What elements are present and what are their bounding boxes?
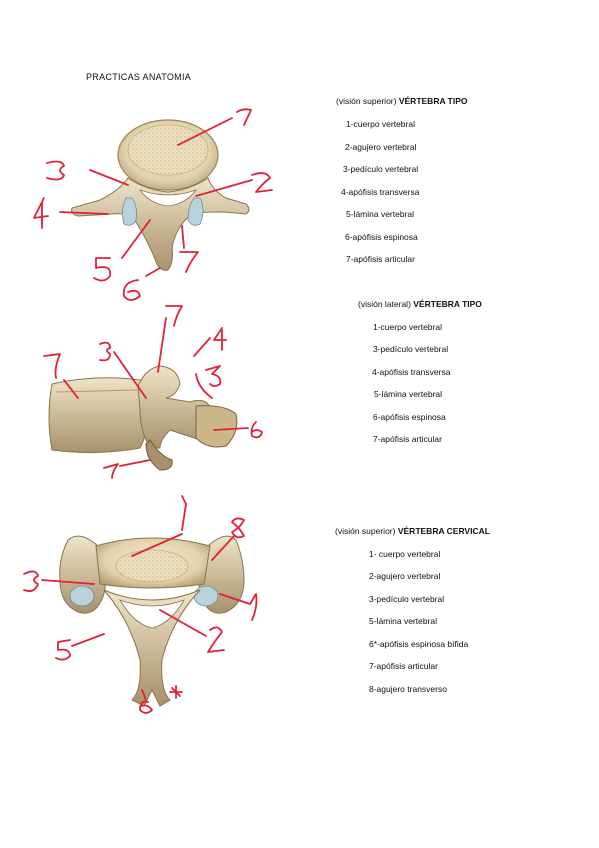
list-item: 2-agujero vertebral: [369, 571, 441, 581]
list-item: 8-agujero transverso: [369, 684, 447, 694]
view-label: (visión lateral): [358, 299, 411, 309]
annotation-lines-figure1: [33, 108, 273, 301]
list-item: 1- cuerpo vertebral: [369, 549, 441, 559]
heading-label: VÉRTEBRA CERVICAL: [397, 526, 490, 536]
vertebra-lateral-figure: [48, 365, 238, 471]
section-heading: (visión superior) VÉRTEBRA CERVICAL: [335, 526, 590, 536]
list-item: 1-cuerpo vertebral: [346, 119, 415, 129]
list-item: 1-cuerpo vertebral: [373, 322, 442, 332]
list-item: 4-apófisis transversa: [372, 367, 451, 377]
view-label: (visión superior): [336, 96, 397, 106]
list-item: 6*-apófisis espinosa bífida: [369, 639, 469, 649]
list-item: 3-pedículo vertebral: [369, 594, 445, 604]
section-heading: (visión superior) VÉRTEBRA TIPO: [336, 96, 586, 106]
list-item: 6-apófisis espinosa: [345, 232, 418, 242]
list-item: 5-lámina vertebral: [346, 209, 415, 219]
annotation-lines-figure3: [23, 495, 258, 714]
section-heading: (visión lateral) VÉRTEBRA TIPO: [358, 299, 588, 309]
list-item: 5-lámina vertebral: [374, 389, 443, 399]
list-item: 7-apófisis articular: [346, 254, 415, 264]
view-label: (visión superior): [335, 526, 396, 536]
heading-label: VÉRTEBRA TIPO: [398, 96, 468, 106]
list-item: 5-lámina vertebral: [369, 616, 438, 626]
heading-label: VÉRTEBRA TIPO: [413, 299, 482, 309]
list-item: 7-apófisis articular: [369, 661, 438, 671]
annotation-lines-figure2: [43, 305, 263, 479]
vertebra-cervical-figure: [59, 535, 245, 707]
vertebral-arch: [71, 177, 250, 271]
list-item: 7-apófisis articular: [373, 434, 442, 444]
page-title: PRACTICAS ANATOMIA: [86, 72, 192, 82]
list-item: 2-agujero vertebral: [345, 142, 417, 152]
list-item: 6-apófisis espinosa: [373, 412, 446, 422]
list-item: 3-pedículo vertebral: [343, 164, 419, 174]
section-superior-cervical: (visión superior) VÉRTEBRA CERVICAL 1- c…: [335, 526, 590, 706]
list-item: 4-apófisis transversa: [341, 187, 420, 197]
section-superior-tipo: (visión superior) VÉRTEBRA TIPO 1-cuerpo…: [336, 96, 586, 276]
section-lateral-tipo: (visión lateral) VÉRTEBRA TIPO 1-cuerpo …: [358, 299, 588, 459]
list-item: 3-pedículo vertebral: [373, 344, 449, 354]
